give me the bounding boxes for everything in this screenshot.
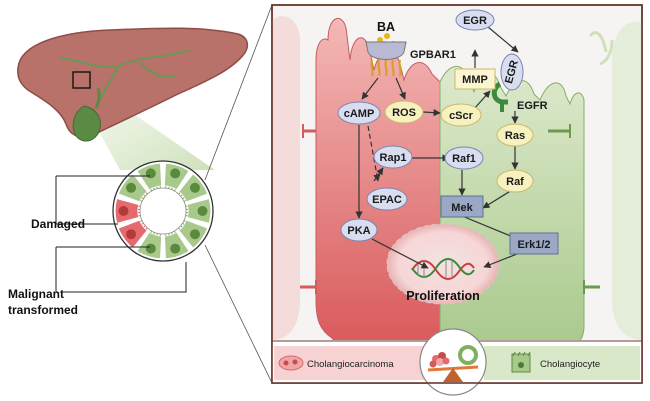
cell-nucleus (170, 243, 181, 254)
zoom-line-top (204, 4, 273, 181)
cell-nucleus (189, 229, 200, 240)
node-epac-label: EPAC (372, 194, 402, 206)
legend-left-label: Cholangiocarcinoma (307, 359, 394, 370)
detail-panel-frame (271, 4, 643, 384)
liver-illustration (17, 27, 249, 142)
node-mmp-label: MMP (462, 74, 488, 86)
node-mek (440, 195, 484, 218)
egfr-label: EGFR (517, 100, 548, 112)
node-cscr-label: cScr (449, 110, 474, 122)
ligand-label: BA (377, 20, 395, 34)
bg-cell-left (272, 16, 300, 340)
node-cscr (440, 103, 482, 127)
legend-bar: Cholangiocarcinoma Cholangiocyte (272, 328, 642, 396)
label-damaged: Damaged (31, 217, 85, 231)
bile-duct-cross-section (112, 160, 214, 262)
node-camp (337, 101, 381, 125)
callout-line-damaged (55, 175, 150, 225)
cell-nucleus (126, 182, 137, 193)
node-mek-label: Mek (451, 202, 473, 214)
label-malignant-line1: Malignant (8, 287, 64, 301)
zoom-line-bottom (204, 244, 273, 384)
cell-nucleus (189, 182, 200, 193)
bg-cell-right (612, 21, 642, 341)
node-erk-label: Erk1/2 (517, 239, 550, 251)
left-panel: Damaged Malignant transformed (8, 27, 249, 317)
detail-panel: Proliferation BA GPBAR1 (271, 4, 643, 396)
node-ras (496, 123, 534, 147)
cholangiocyte-icon (511, 351, 531, 373)
node-rap1 (373, 145, 413, 169)
receptor-label: GPBAR1 (410, 49, 456, 61)
node-ras-label: Ras (505, 130, 525, 142)
node-ros (384, 100, 424, 124)
node-rap1-label: Rap1 (380, 152, 407, 164)
balance-scale-icon (419, 328, 487, 396)
cell-nucleus (126, 229, 137, 240)
cholangiocarcinoma-icon (278, 355, 304, 371)
node-raf1-label: Raf1 (452, 153, 476, 165)
zoom-square (72, 71, 91, 89)
cell-nucleus (145, 243, 156, 254)
node-raf (496, 169, 534, 193)
pathway-arrows (355, 26, 519, 269)
gpbar1-receptor-icon (365, 41, 407, 77)
node-egr-top-label: EGR (463, 15, 487, 27)
legend-right-label: Cholangiocyte (540, 359, 600, 370)
callout-line-malignant (55, 246, 187, 293)
node-mmp (454, 68, 496, 90)
label-malignant-line2: transformed (8, 303, 78, 317)
nucleus (386, 223, 500, 305)
node-egr-top (455, 9, 495, 31)
node-raf1 (444, 146, 484, 170)
node-pka-label: PKA (347, 225, 370, 237)
node-camp-label: cAMP (344, 108, 375, 120)
cell-nucleus (197, 206, 208, 216)
node-pka (340, 218, 378, 242)
cell-nucleus (170, 168, 181, 179)
cell-nucleus (118, 206, 129, 216)
node-egr-bound (500, 53, 524, 91)
node-erk (509, 232, 559, 255)
junction-marks (300, 124, 600, 294)
cell-nucleus (145, 168, 156, 179)
node-epac (366, 187, 408, 211)
node-ros-label: ROS (392, 107, 416, 119)
node-egr-bound-label: EGR (503, 59, 521, 85)
node-raf-label: Raf (506, 176, 524, 188)
proliferation-label: Proliferation (406, 289, 480, 303)
egfr-receptor-icon (491, 81, 508, 112)
